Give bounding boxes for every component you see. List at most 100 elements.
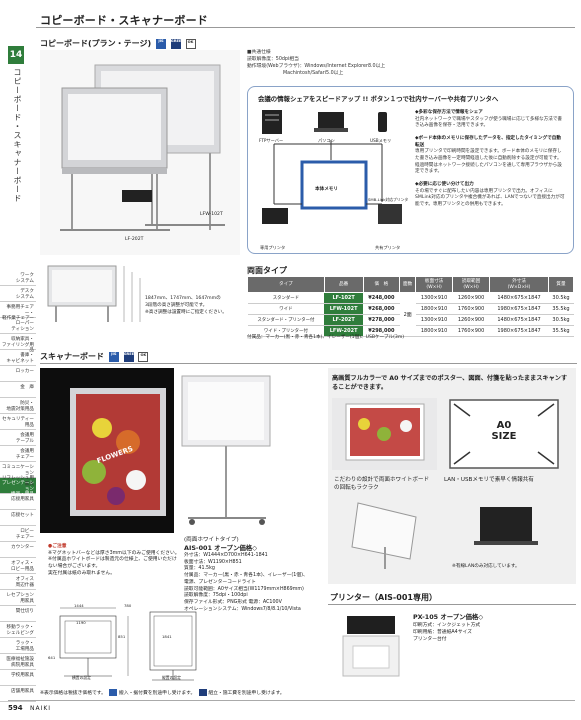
photo-label-small: LF-202T [125,237,144,242]
badge-note-assembly: 組立・施工費を別途申し受けます。 [208,691,285,696]
table-cell: 1260×900 [452,314,490,326]
drawing-caption: 縦置の設定 [162,675,181,680]
table-header-cell: 質量 [548,276,574,293]
product-code: AIS-001 [184,544,212,552]
footer-rule [8,700,575,701]
product-spec-line: 読取解像度：75dpi・100dpi [184,593,248,599]
diagram-label-memory: 本体メモリ [315,187,338,192]
product-spec-line: オペレーションシステム：Windows7/8/8.1/10/Vista [184,606,301,612]
lan-caption: LAN・USBメモリで素早く情報共有 [444,477,534,483]
sidebar-index-item[interactable]: レセプション 用家具 [0,590,36,606]
table-cell: ¥298,000 [363,325,400,337]
title-divider [36,27,575,28]
table-header-cell: 価 格 [362,276,401,293]
table-cell: 35.5kg [548,325,574,337]
table-cell: ワイド [247,303,325,315]
drawing-label: 1190 [76,620,86,625]
printer-info: PX-105 オープン価格◇ 印刷方式：インクジェット方式 印刷用紙：普通紙A4… [413,612,553,642]
product-spec-line: 外寸法：W1444×D700×H641-1841 [184,553,268,558]
scanner-heading-text: スキャナーボード [40,352,104,361]
a0-size-text: A0 SIZE [491,420,517,442]
sidebar-index-item[interactable]: ワーク システム [0,270,36,286]
feature-title: 会議の情報シェアをスピードアップ !! ボタン１つで社内サーバーや共有プリンタへ [258,95,499,103]
table-header-cell: 読取範囲 (W×H) [452,276,491,293]
sidebar-index-item[interactable]: 会議用 チェアー [0,446,36,462]
green-badge-icon: GREEN [123,351,137,362]
product-spec-line: 質量：41.5kg [184,566,215,572]
rotate-photo [351,502,417,569]
caution-heading: ●ご注意 [48,544,67,549]
scanner-heading: スキャナーボード JIS GREEN OK [40,351,149,362]
sidebar-index-item[interactable]: 間仕切り [0,606,36,622]
printer-spec: 印刷用紙：普通紙A4サイズ [413,630,472,635]
diagram-label-pc: パソコン [318,138,335,143]
sidebar-index-item[interactable]: プレゼンテーション 機器・用品 [0,478,36,497]
printer-photo [342,616,400,677]
sidebar-index-item[interactable]: 書庫・ キャビネット [0,350,36,366]
sidebar-index-item[interactable]: ロッカー [0,366,36,382]
page-title: コピーボード・スキャナーボード [40,14,208,27]
sidebar-index-item[interactable]: 収納家具・ ファイリング用品 [0,334,36,353]
feature-note: ◆必要に応じ使い分けて出力 その場ですぐに配布したい内容は専用プリンタで出力。オ… [415,182,565,209]
table-header-cell: タイプ [247,276,325,293]
table-cell: 1800×910 [415,303,453,315]
feature-note-head: ◆ボード本体のメモリに保存したデータを、指定したタイミングで自動転送 [415,135,561,148]
ok-badge-icon: OK [185,38,196,49]
sidebar-index-item[interactable]: 会議用 テーブル [0,430,36,446]
sidebar-index-item[interactable]: ラック・ 工場用品 [0,638,36,654]
sidebar-index-item[interactable]: 応接用家具 [0,494,36,510]
sidebar-index-item[interactable]: 店舗用家具 [0,686,36,702]
sidebar-index-item[interactable]: 金 庫 [0,382,36,398]
network-diagram [262,110,402,224]
sidebar-index-item[interactable]: デスク システム [0,286,36,302]
table-cell: ¥278,000 [363,314,400,326]
sidebar-index-item[interactable]: 学校用家具 [0,670,36,686]
sidebar-index-item[interactable]: コミュニケーション リフレッシュ用家具 [0,462,36,487]
feature-note-body: その場ですぐに配布したい内容は専用プリンタで出力。オフィスにSMLink対応のプ… [415,188,565,207]
scanner-board-photo [181,375,271,525]
scanner-poster-photo [40,368,174,533]
sidebar-index-item[interactable]: 防災・ 地震対策用品 [0,398,36,414]
price-note: ※表示価格は税抜き価格です。 [40,691,106,696]
common-spec: ■共通仕様 読取解像度：50dpi相当 動作環境(Webブラウザ)：Window… [247,50,385,78]
printer-spec: 印刷方式：インクジェット方式 [413,623,481,628]
sidebar-index-item[interactable]: 移動ラック・ シェルビング [0,622,36,638]
product-spec-line: 付属品：マーカー(黒・赤・青各1本)、イレーザー(1個)、 [184,573,308,579]
spec-table-title: 両面タイプ [247,266,287,275]
table-cell: 2面 [399,292,416,337]
sidebar-index-item[interactable]: 事務用チェアー・ 軽作業チェアー [0,302,36,321]
diagram-label-smb: SMB-Link対応プリンタ [368,197,409,202]
caution-box: ●ご注意 ※マグネットバーなどは厚さ3mm以下のみご使用ください。 ※付属品ホワ… [48,544,180,578]
table-header-cell: 面数 [399,276,417,293]
sidebar-index-item[interactable]: カウンター [0,542,36,558]
table-cell: スタンダード [247,292,325,304]
sidebar-index-item[interactable]: セキュリティー 用品 [0,414,36,430]
footer-brand: NAIKI [30,705,52,712]
product-price: オープン価格◇ [214,544,258,552]
a0-size-graphic [449,399,559,469]
sidebar-index-item[interactable]: ローパー ティション [0,318,36,334]
delivery-badge-icon [109,689,118,696]
table-cell: LFW-102T [324,303,364,315]
table-cell: スタンダード・プリンター付 [247,314,325,326]
sidebar-index-item[interactable]: オフィス 周辺什器 [0,574,36,590]
drawing-label: 1444 [74,603,84,608]
printer-code-line: PX-105 オープン価格◇ [413,612,553,621]
sidebar-index-item[interactable]: ロビー チェアー [0,526,36,542]
product-spec-line: 電源、プレゼンターコードライト [184,579,256,585]
drawing-label: 641 [48,655,56,660]
product-type: (両面ホワイトタイプ) [184,537,239,543]
scanner-features-title: 高画質フルカラーで A0 サイズまでのポスター、図面、付箋を貼ったままスキャンす… [332,375,568,391]
diagram-label-smbprinter: 共有プリンタ [375,245,401,250]
sidebar-index-item[interactable]: 応接セット [0,510,36,526]
jis-badge-icon: JIS [155,38,166,49]
common-spec-line: 読取解像度：50dpi相当 [247,56,299,62]
feature-note-body: 専用プリンタで印刷時間を設定できます。ボード本体のメモリに保存した書き込み画像を… [415,149,562,175]
sidebar-index-item[interactable]: オフィス・ ロビー用品 [0,558,36,574]
sidebar-index-item[interactable]: 医療福祉施設 病院用家具 [0,654,36,670]
index-sidebar: ワーク システムデスク システム事務用チェアー・ 軽作業チェアーローパー ティシ… [0,270,36,702]
jis-badge-icon: JIS [108,351,119,362]
table-cell: ¥268,000 [363,303,400,315]
table-cell: 1260×900 [452,292,490,304]
